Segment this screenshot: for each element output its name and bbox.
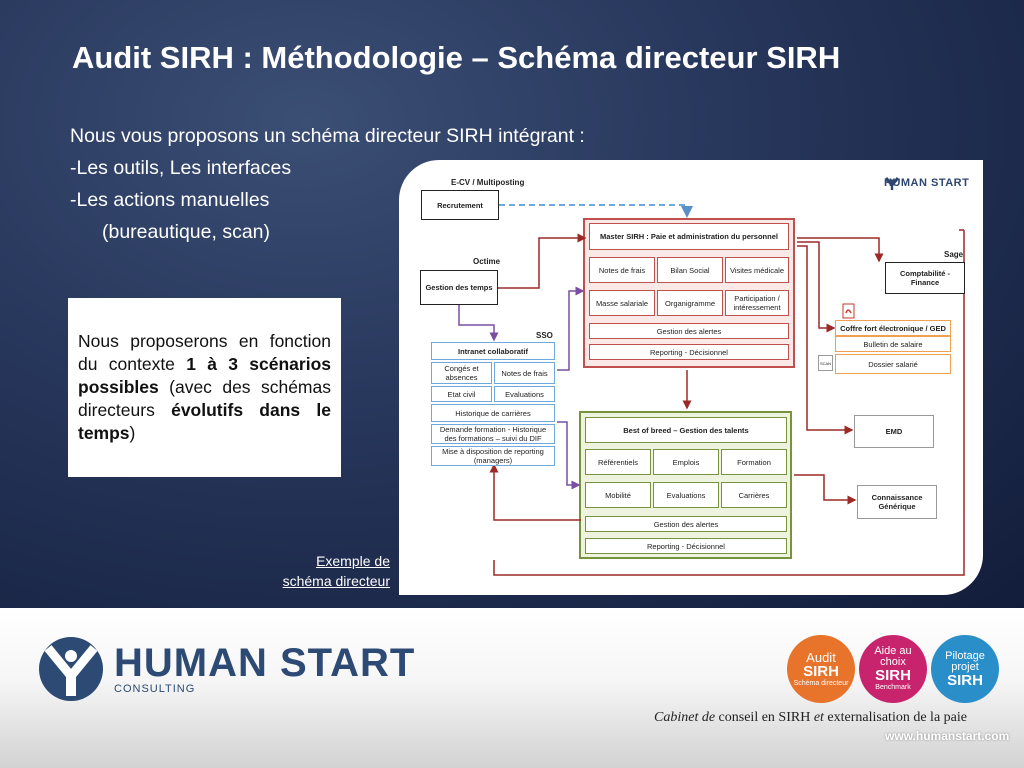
coffre-dossier: Dossier salarié [835, 354, 951, 374]
note-bold: 1 à 3 scénarios possibles [78, 354, 331, 397]
intranet-cell: Etat civil [431, 386, 492, 402]
badge-line: Audit [806, 649, 836, 665]
talents-cell: Formation [721, 449, 787, 475]
intro-line: Nous vous proposons un schéma directeur … [70, 125, 585, 147]
tagline-part: et [813, 710, 824, 725]
master-cell: Organigramme [657, 290, 723, 316]
master-cell: Notes de frais [589, 257, 655, 283]
pdf-icon [842, 303, 855, 319]
badge-line: SIRH [875, 667, 911, 684]
note-bold: évolutifs dans le temps [78, 400, 331, 443]
talents-cell: Référentiels [585, 449, 651, 475]
note-text: Nous proposerons en fonction du contexte [78, 331, 331, 374]
schema-directeur-diagram: HUMAN START E-CV / [399, 160, 983, 595]
diagram-caption-link[interactable]: Exemple de schéma directeur [283, 551, 390, 591]
talents-alertes: Gestion des alertes [585, 516, 787, 532]
intranet-formation: Demande formation - Historique des forma… [431, 424, 555, 444]
scanner-icon: SCAN [818, 355, 833, 371]
note-text: ) [129, 423, 136, 443]
sage-label: Sage [944, 250, 964, 259]
badge-line: SIRH [947, 671, 983, 689]
talents-cell: Carrières [721, 482, 787, 508]
coffre-bulletin: Bulletin de salaire [835, 336, 951, 352]
pilotage-projet-sirh-badge[interactable]: Pilotage projet SIRH [931, 635, 999, 703]
octime-label: Octime [473, 257, 501, 266]
badge-line: SIRH [803, 662, 839, 680]
connaissance-box: Connaissance Générique [857, 485, 937, 519]
footer-tagline: Cabinet de conseil en SIRH et externalis… [654, 710, 967, 726]
badge-line: Aide au choix [874, 645, 912, 668]
master-sirh-title: Master SIRH : Paie et administration du … [589, 223, 789, 250]
website-link[interactable]: www.humanstart.com [885, 729, 1010, 743]
badge-line: Schéma directeur [793, 679, 849, 687]
talents-reporting: Reporting - Décisionnel [585, 538, 787, 554]
human-start-logo: HUMAN START CONSULTING [38, 636, 415, 702]
page-title: Audit SIRH : Méthodologie – Schéma direc… [72, 40, 841, 75]
human-start-icon [39, 637, 103, 701]
intranet-cell: Notes de frais [494, 362, 555, 384]
ecv-label: E-CV / Multiposting [451, 178, 525, 187]
talents-title: Best of breed – Gestion des talents [585, 417, 787, 443]
master-cell: Visites médicale [725, 257, 789, 283]
intro-line: -Les actions manuelles [70, 189, 270, 211]
talents-cell: Emplois [653, 449, 719, 475]
talents-cell: Mobilité [585, 482, 651, 508]
intranet-reporting: Mise à disposition de reporting (manager… [431, 446, 555, 466]
intro-line: (bureautique, scan) [102, 221, 271, 243]
diagram-connectors [458, 204, 965, 576]
recrutement-box: Recrutement [421, 190, 499, 220]
badge-line: Pilotage projet [945, 649, 985, 673]
intro-line: -Les outils, Les interfaces [70, 157, 292, 179]
diagram-logo: HUMAN START [884, 177, 970, 190]
coffre-title: Coffre fort électronique / GED [835, 320, 951, 336]
intro-text: Nous vous proposons un schéma directeur … [70, 120, 585, 248]
logo-name: HUMAN START [114, 641, 416, 685]
audit-sirh-badge[interactable]: Audit SIRH Schéma directeur [787, 635, 855, 703]
tagline-part: Cabinet de [654, 710, 716, 725]
tagline-part: externalisation de la paie [823, 710, 967, 725]
logo-sub: CONSULTING [114, 683, 196, 695]
scenario-note: Nous proposerons en fonction du contexte… [68, 298, 341, 477]
diagram-logo-text: HUMAN START [884, 177, 970, 189]
badge-line: Benchmark [875, 684, 911, 691]
caption-line: schéma directeur [282, 573, 390, 589]
sso-label: SSO [536, 331, 553, 340]
intranet-cell: Evaluations [494, 386, 555, 402]
intranet-cell: Congés et absences [431, 362, 492, 384]
master-reporting: Reporting - Décisionnel [589, 344, 789, 360]
human-start-icon [884, 177, 900, 190]
master-cell: Participation / intéressement [725, 290, 789, 316]
intranet-historique: Historique de carrières [431, 404, 555, 422]
master-alertes: Gestion des alertes [589, 323, 789, 339]
gestion-temps-box: Gestion des temps [420, 270, 498, 305]
caption-line: Exemple de [316, 553, 390, 569]
footer [0, 608, 1024, 768]
intranet-title: Intranet collaboratif [431, 342, 555, 360]
comptabilite-box: Comptabilité - Finance [885, 262, 965, 294]
tagline-part: conseil en SIRH [715, 710, 814, 725]
aide-choix-sirh-badge[interactable]: Aide au choix SIRH Benchmark [859, 635, 927, 703]
master-cell: Bilan Social [657, 257, 723, 283]
note-text: (avec des schémas directeurs [78, 377, 331, 420]
talents-cell: Evaluations [653, 482, 719, 508]
master-cell: Masse salariale [589, 290, 655, 316]
emd-box: EMD [854, 415, 934, 448]
